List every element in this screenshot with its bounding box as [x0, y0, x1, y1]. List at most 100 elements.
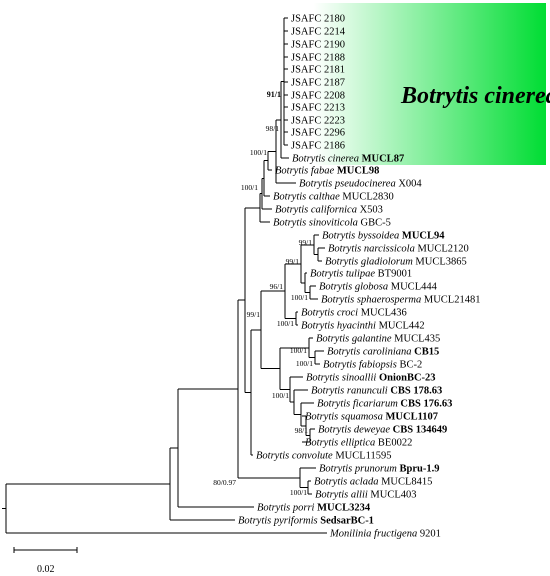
species-epithet: elliptica	[338, 438, 375, 449]
species-name: Botrytis	[327, 347, 360, 358]
strain-id: JSAFC 2208	[291, 91, 345, 102]
species-epithet: sinoviticola	[306, 218, 358, 229]
botrytis-cinerea-highlight	[236, 3, 546, 165]
strain-id: JSAFC 2180	[291, 14, 345, 25]
leaf-label: Botrytis fabiopsis BC-2	[323, 360, 422, 371]
strain-id: CBS 134649	[390, 425, 447, 436]
leaf-label: Botrytis convolute MUCL11595	[256, 451, 392, 462]
leaf-label: JSAFC 2186	[291, 141, 345, 152]
support-value: 100/1	[277, 319, 294, 328]
species-name: Botrytis	[275, 205, 308, 216]
leaf-label: Botrytis sphaerosperma MUCL21481	[321, 295, 480, 306]
leaf-label: Botrytis caroliniana CB15	[327, 347, 439, 358]
leaf-label: Botrytis squamosa MUCL1107	[305, 412, 438, 423]
strain-id: JSAFC 2181	[291, 65, 345, 76]
scale-bar: 0.02	[13, 547, 78, 575]
strain-id: JSAFC 2188	[291, 53, 345, 64]
leaf-label: Botrytis pseudocinerea X004	[299, 179, 422, 190]
species-name: Botrytis	[319, 464, 352, 475]
species-name: Botrytis	[314, 477, 347, 488]
clade-title-botrytis-cinerea: Botrytis cinerea	[400, 83, 550, 109]
species-epithet: croci	[334, 308, 358, 319]
species-name: Botrytis	[299, 179, 332, 190]
leaf-label: Botrytis tulipae BT9001	[310, 269, 412, 280]
species-epithet: pseudocinerea	[332, 179, 395, 190]
species-name: Botrytis	[273, 218, 306, 229]
support-value: 99/1	[299, 238, 313, 247]
species-name: Botrytis	[315, 490, 348, 501]
strain-id: SedsarBC-1	[318, 516, 374, 527]
species-epithet: pyriformis	[271, 516, 317, 527]
leaf-label: Botrytis narcissicola MUCL2120	[328, 244, 469, 255]
tree-branches	[2, 17, 327, 534]
species-name: Botrytis	[318, 425, 351, 436]
species-name: Botrytis	[317, 399, 350, 410]
support-value: 100/1	[291, 293, 308, 302]
species-name: Botrytis	[275, 166, 308, 177]
strain-id: JSAFC 2296	[291, 128, 345, 139]
strain-id: X004	[396, 179, 423, 190]
leaf-label: Botrytis calthae MUCL2830	[273, 192, 394, 203]
species-epithet: californica	[308, 205, 357, 216]
leaf-label: Botrytis cinerea MUCL87	[292, 154, 404, 165]
species-epithet: globosa	[352, 282, 388, 293]
species-epithet: convolute	[289, 451, 333, 462]
leaf-label: Botrytis croci MUCL436	[301, 308, 407, 319]
leaf-label: Botrytis byssoidea MUCL94	[322, 231, 445, 242]
leaf-label: JSAFC 2190	[291, 40, 345, 51]
support-value: 96/1	[270, 282, 284, 291]
leaf-label: Botrytis aclada MUCL8415	[314, 477, 432, 488]
species-name: Botrytis	[323, 360, 356, 371]
species-name: Botrytis	[316, 334, 349, 345]
leaf-label: JSAFC 2187	[291, 78, 345, 89]
strain-id: CB15	[411, 347, 439, 358]
support-value: 100/1	[272, 391, 289, 400]
strain-id: GBC-5	[358, 218, 391, 229]
leaf-label: Botrytis deweyae CBS 134649	[318, 425, 447, 436]
support-value: 91/1	[267, 90, 281, 99]
species-epithet: cinerea	[325, 154, 359, 165]
species-epithet: galantine	[349, 334, 392, 345]
strain-id: MUCL403	[368, 490, 417, 501]
strain-id: BT9001	[375, 269, 412, 280]
species-name: Botrytis	[321, 295, 354, 306]
strain-id: X503	[357, 205, 383, 216]
species-epithet: sinoallii	[339, 373, 376, 384]
species-epithet: fabae	[308, 166, 334, 177]
species-name: Botrytis	[238, 516, 271, 527]
species-epithet: porri	[290, 503, 314, 514]
species-name: Botrytis	[322, 231, 355, 242]
species-name: Botrytis	[273, 192, 306, 203]
strain-id: MUCL8415	[378, 477, 432, 488]
leaf-label: Botrytis californica X503	[275, 205, 383, 216]
strain-id: JSAFC 2190	[291, 40, 345, 51]
strain-id: MUCL98	[334, 166, 379, 177]
species-name: Botrytis	[306, 373, 339, 384]
support-value: 99/1	[247, 310, 261, 319]
leaf-label: Botrytis sinoviticola GBC-5	[273, 218, 391, 229]
support-value: 80/0.97	[213, 478, 236, 487]
strain-id: BC-2	[397, 360, 422, 371]
leaf-label: JSAFC 2188	[291, 53, 345, 64]
species-epithet: calthae	[306, 192, 340, 203]
species-epithet: ficariarum	[350, 399, 398, 410]
strain-id: JSAFC 2223	[291, 116, 345, 127]
strain-id: JSAFC 2213	[291, 103, 345, 114]
leaf-label: Botrytis pyriformis SedsarBC-1	[238, 516, 374, 527]
leaf-label: Botrytis globosa MUCL444	[319, 282, 438, 293]
species-name: Botrytis	[256, 451, 289, 462]
species-name: Botrytis	[328, 244, 361, 255]
species-epithet: fructigena	[371, 529, 417, 540]
support-value: 100/1	[250, 148, 267, 157]
strain-id: MUCL11595	[333, 451, 392, 462]
species-epithet: ranunculi	[344, 386, 388, 397]
species-name: Monilinia	[329, 529, 371, 540]
leaf-label: JSAFC 2213	[291, 103, 345, 114]
species-name: Botrytis	[310, 269, 343, 280]
support-value: 100/1	[290, 488, 307, 497]
species-epithet: fabiopsis	[356, 360, 397, 371]
species-epithet: aclada	[347, 477, 378, 488]
strain-id: MUCL442	[376, 321, 425, 332]
leaf-label: Botrytis ranunculi CBS 178.63	[311, 386, 442, 397]
